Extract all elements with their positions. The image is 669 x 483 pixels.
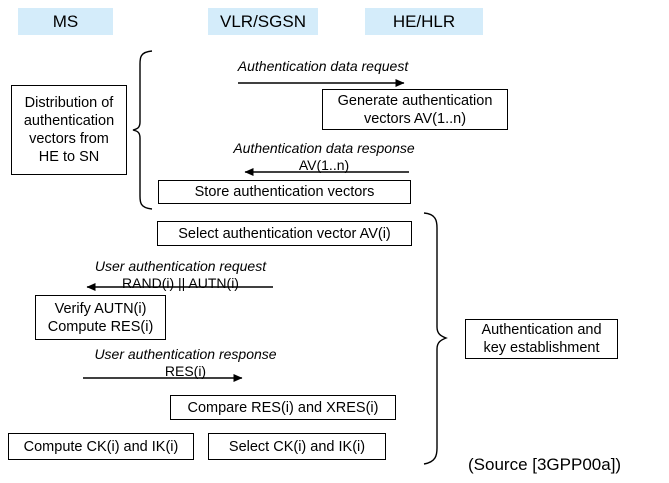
process-box-verify-autn-compute-res: Verify AUTN(i) Compute RES(i) (35, 295, 166, 340)
verify-autn-line1: Verify AUTN(i) (54, 300, 147, 317)
message-payload-user-authentication-request: RAND(i) || AUTN(i) (122, 275, 239, 291)
phase-distribution-line2: authentication (23, 113, 115, 129)
source-note: (Source [3GPP00a]) (468, 455, 622, 474)
message-label-authentication-data-request: Authentication data request (237, 58, 409, 74)
process-box-select-auth-vector: Select authentication vector AV(i) (157, 221, 412, 246)
column-header-he-hlr: HE/HLR (365, 8, 483, 35)
phase-distribution-line3: vectors from (29, 131, 109, 147)
compare-res-xres-line1: Compare RES(i) and XRES(i) (187, 399, 379, 416)
process-box-compare-res-xres: Compare RES(i) and XRES(i) (170, 395, 396, 420)
compute-ck-ik-line1: Compute CK(i) and IK(i) (23, 438, 179, 455)
process-box-compute-ck-ik: Compute CK(i) and IK(i) (8, 433, 194, 460)
brace-distribution-phase (132, 50, 153, 210)
process-box-generate-auth-vectors: Generate authentication vectors AV(1..n) (322, 89, 508, 130)
message-label-authentication-data-response: Authentication data response (233, 140, 415, 156)
phase-distribution-line1: Distribution of (24, 95, 114, 111)
message-payload-authentication-data-response: AV(1..n) (298, 157, 350, 173)
message-payload-user-authentication-response: RES(i) (164, 363, 207, 379)
generate-auth-vectors-line1: Generate authentication (337, 92, 493, 109)
column-header-ms: MS (18, 8, 113, 35)
message-label-user-authentication-request: User authentication request (94, 258, 267, 274)
phase-auth-line1: Authentication and (481, 322, 602, 338)
process-box-store-auth-vectors: Store authentication vectors (158, 180, 411, 204)
message-label-user-authentication-response: User authentication response (94, 346, 277, 362)
compute-res-line2: Compute RES(i) (47, 318, 154, 335)
brace-authentication-phase (423, 212, 448, 465)
phase-auth-line2: key establishment (483, 340, 600, 356)
select-auth-vector-line1: Select authentication vector AV(i) (178, 225, 391, 242)
phase-distribution-line4: HE to SN (38, 149, 100, 165)
store-auth-vectors-line1: Store authentication vectors (194, 184, 375, 200)
generate-auth-vectors-line2: vectors AV(1..n) (363, 110, 467, 127)
process-box-select-ck-ik: Select CK(i) and IK(i) (208, 433, 386, 460)
phase-box-authentication-key-establishment: Authentication and key establishment (465, 319, 618, 359)
phase-box-distribution: Distribution of authentication vectors f… (11, 85, 127, 175)
select-ck-ik-line1: Select CK(i) and IK(i) (228, 438, 366, 455)
column-header-vlr-sgsn: VLR/SGSN (208, 8, 318, 35)
